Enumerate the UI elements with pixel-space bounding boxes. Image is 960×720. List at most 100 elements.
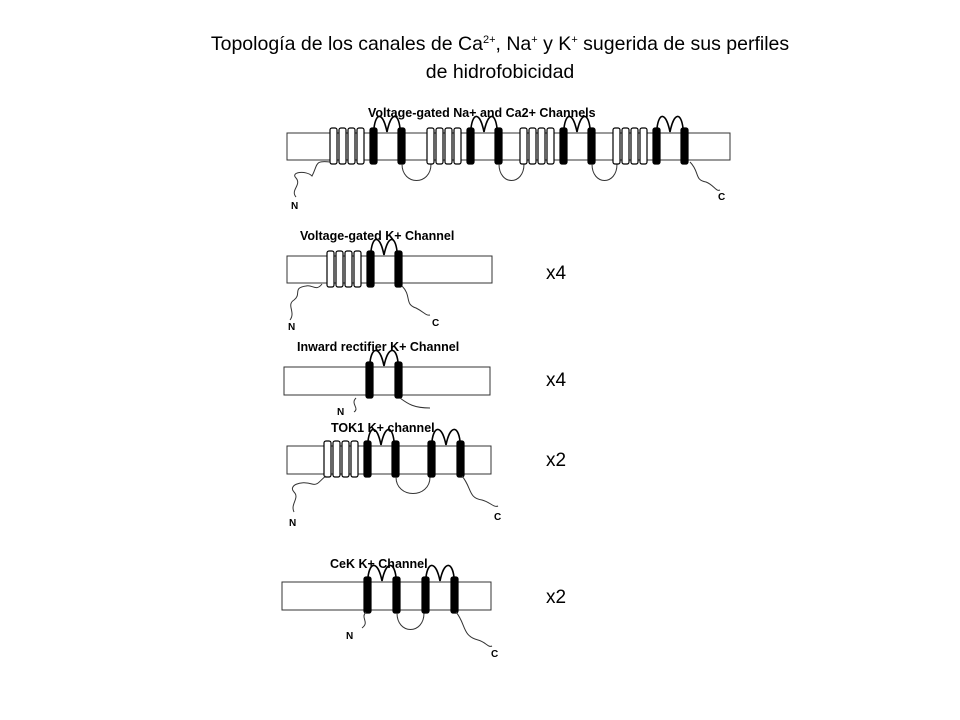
c-terminus-tail: [399, 397, 431, 409]
c-terminus-tail: [461, 475, 499, 507]
cytoplasmic-loop: [591, 163, 618, 181]
c-terminus-tail: [689, 161, 721, 191]
cytoplasmic-loop: [498, 163, 525, 181]
pore-helix: [559, 127, 568, 165]
pore-helix: [365, 361, 374, 399]
cytoplasmic-loop: [396, 612, 425, 630]
pore-helix: [427, 440, 436, 478]
transmembrane-helix: [537, 127, 546, 165]
panel-nav-cav-channels: Voltage-gated Na+ and Ca2+ Channels N C: [286, 106, 731, 212]
multiplier-voltage-gated-k: x4: [546, 263, 567, 284]
membrane: [281, 581, 492, 611]
helix-group: [365, 349, 403, 399]
pore-helix: [421, 576, 430, 614]
pore-helix: [392, 576, 401, 614]
c-terminus-tail: [401, 285, 431, 316]
n-terminus-label: N: [346, 631, 353, 642]
pore-loop: [373, 115, 401, 133]
n-terminus-label: N: [289, 518, 296, 529]
membrane: [286, 255, 493, 284]
cytoplasmic-loop: [395, 476, 431, 494]
cytoplasmic-loop: [401, 163, 432, 181]
transmembrane-helix: [519, 127, 528, 165]
title-line-2: de hidrofobicidad: [425, 61, 575, 83]
panel-label: TOK1 K+ channel: [331, 421, 435, 435]
panel-tok1-k-channel: TOK1 K+ channel N C: [286, 421, 501, 529]
pore-loop: [431, 428, 461, 446]
transmembrane-helix: [353, 250, 362, 288]
multiplier-cek: x2: [546, 587, 567, 608]
n-terminus-tail: [289, 283, 323, 321]
transmembrane-helix: [612, 127, 621, 165]
pore-helix: [587, 127, 596, 165]
pore-loop: [656, 115, 684, 133]
pore-helix: [652, 127, 661, 165]
transmembrane-helix: [326, 250, 335, 288]
panel-cek-k-channel: CeK K+ Channel N C: [281, 557, 498, 660]
transmembrane-helix: [630, 127, 639, 165]
c-terminus-tail: [455, 611, 493, 647]
n-terminus-tail: [361, 611, 367, 629]
pore-helix: [391, 440, 400, 478]
pore-helix: [680, 127, 689, 165]
helix-group: [323, 428, 465, 494]
pore-helix: [394, 250, 403, 288]
pore-helix: [456, 440, 465, 478]
pore-helix: [369, 127, 378, 165]
panel-voltage-gated-k-channel: Voltage-gated K+ Channel N C: [286, 229, 493, 333]
transmembrane-helix: [344, 250, 353, 288]
pore-helix: [366, 250, 375, 288]
n-terminus-label: N: [288, 322, 295, 333]
c-terminus-label: C: [718, 192, 725, 203]
pore-loop: [367, 564, 397, 582]
transmembrane-helix: [639, 127, 648, 165]
transmembrane-helix: [341, 440, 350, 478]
pore-helix: [450, 576, 459, 614]
n-terminus-tail: [353, 397, 357, 413]
pore-loop: [563, 115, 591, 133]
pore-loop: [367, 428, 395, 446]
pore-helix: [363, 440, 372, 478]
panel-inward-rectifier-k-channel: Inward rectifier K+ Channel N: [283, 340, 491, 418]
helix-group: [329, 115, 689, 181]
transmembrane-helix: [621, 127, 630, 165]
helix-group: [326, 238, 403, 288]
helix-group: [363, 564, 459, 630]
transmembrane-helix: [356, 127, 365, 165]
pore-helix: [494, 127, 503, 165]
transmembrane-helix: [347, 127, 356, 165]
transmembrane-helix: [335, 250, 344, 288]
multiplier-inward-rectifier: x4: [546, 370, 567, 391]
transmembrane-helix: [444, 127, 453, 165]
pore-loop: [470, 115, 498, 133]
panel-label: CeK K+ Channel: [330, 557, 428, 571]
c-terminus-label: C: [491, 649, 498, 660]
page-title: Topología de los canales de Ca2+, Na+ y …: [0, 30, 960, 86]
pore-loop: [369, 349, 399, 367]
n-terminus-tail: [292, 475, 327, 513]
pore-loop: [370, 238, 398, 256]
membrane: [286, 132, 731, 161]
pore-helix: [394, 361, 403, 399]
transmembrane-helix: [332, 440, 341, 478]
membrane: [286, 445, 492, 475]
multiplier-tok1: x2: [546, 450, 567, 471]
transmembrane-helix: [338, 127, 347, 165]
pore-helix: [363, 576, 372, 614]
membrane: [283, 366, 491, 396]
c-terminus-label: C: [494, 512, 501, 523]
pore-loop: [425, 564, 455, 582]
c-terminus-label: C: [432, 318, 439, 329]
panel-label: Voltage-gated K+ Channel: [300, 229, 454, 243]
transmembrane-helix: [453, 127, 462, 165]
transmembrane-helix: [528, 127, 537, 165]
panel-label: Inward rectifier K+ Channel: [297, 340, 459, 354]
transmembrane-helix: [546, 127, 555, 165]
transmembrane-helix: [435, 127, 444, 165]
panel-label: Voltage-gated Na+ and Ca2+ Channels: [368, 106, 596, 120]
pore-helix: [466, 127, 475, 165]
transmembrane-helix: [350, 440, 359, 478]
n-terminus-label: N: [337, 407, 344, 418]
transmembrane-helix: [329, 127, 338, 165]
